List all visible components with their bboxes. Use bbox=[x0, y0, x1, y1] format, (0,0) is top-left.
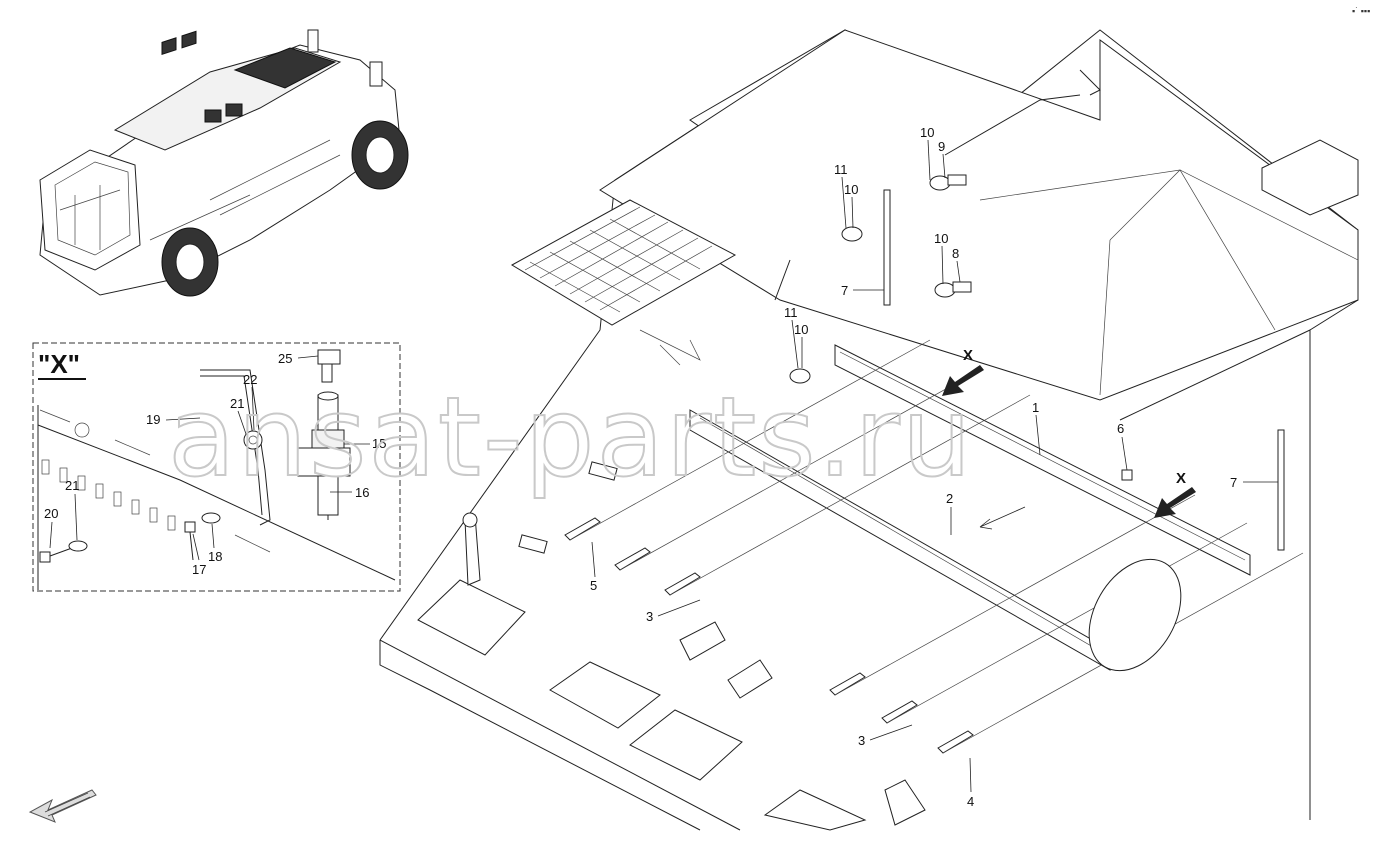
main-assembly-illustration bbox=[379, 29, 1359, 831]
view-x-arrows: X X bbox=[942, 347, 1196, 518]
callout-6: 6 bbox=[1117, 421, 1124, 436]
callout-8: 8 bbox=[952, 246, 959, 261]
callout-11-top: 11 bbox=[834, 162, 848, 177]
direction-arrow-icon bbox=[979, 506, 1026, 530]
callout-x-lower: X bbox=[1176, 470, 1186, 487]
callout-10-lower: 10 bbox=[794, 322, 808, 337]
callout-11-lower: 11 bbox=[784, 305, 798, 320]
callout-5: 5 bbox=[590, 578, 597, 593]
callout-1: 1 bbox=[1032, 400, 1039, 415]
callout-21-lower: 21 bbox=[65, 478, 79, 493]
main-callouts: 10 9 11 10 10 8 7 11 10 1 6 7 2 5 3 3 4 bbox=[590, 125, 1278, 809]
callout-7-left: 7 bbox=[841, 283, 848, 298]
callout-10-top: 10 bbox=[920, 125, 934, 140]
callout-2: 2 bbox=[946, 491, 953, 506]
callout-21-upper: 21 bbox=[230, 396, 244, 411]
detail-callouts: 25 22 21 19 15 16 21 20 18 17 bbox=[44, 351, 386, 577]
arrow-x-upper-icon bbox=[942, 365, 984, 396]
callout-10-second: 10 bbox=[844, 182, 858, 197]
callout-10-third: 10 bbox=[934, 231, 948, 246]
callout-20: 20 bbox=[44, 506, 58, 521]
callout-25: 25 bbox=[278, 351, 292, 366]
callout-15: 15 bbox=[372, 436, 386, 451]
callout-22: 22 bbox=[243, 372, 257, 387]
detail-x-title: "X" bbox=[38, 349, 80, 379]
callout-7-right: 7 bbox=[1230, 475, 1237, 490]
corner-mark: ▪˙ ▪▪▪ bbox=[1352, 6, 1370, 16]
callout-x-upper: X bbox=[963, 347, 973, 364]
machine-overview-illustration bbox=[39, 29, 409, 297]
callout-16: 16 bbox=[355, 485, 369, 500]
orientation-arrow-icon bbox=[28, 789, 97, 823]
callout-3-right: 3 bbox=[858, 733, 865, 748]
watermark: ansat-parts.ru bbox=[168, 373, 973, 501]
scraper-blades bbox=[564, 339, 1304, 754]
callout-9: 9 bbox=[938, 139, 945, 154]
detail-x-panel: "X" bbox=[32, 342, 401, 592]
arrow-x-lower-icon bbox=[1154, 487, 1196, 518]
callout-17: 17 bbox=[192, 562, 206, 577]
callout-19: 19 bbox=[146, 412, 160, 427]
callout-18: 18 bbox=[208, 549, 222, 564]
callout-3-left: 3 bbox=[646, 609, 653, 624]
callout-4: 4 bbox=[967, 794, 974, 809]
grate bbox=[510, 199, 737, 326]
